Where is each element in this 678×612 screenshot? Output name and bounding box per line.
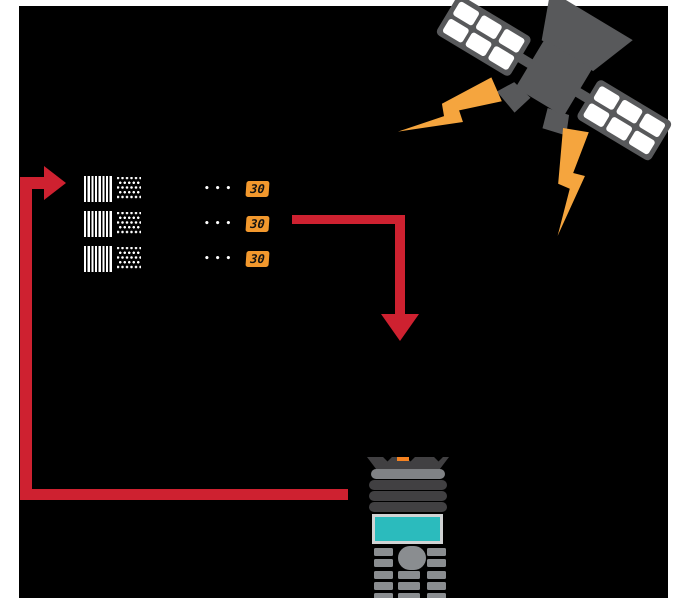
antenna-rib	[369, 502, 447, 512]
phone-key	[374, 582, 393, 590]
solar-panel-right	[575, 78, 673, 163]
arrow-segment	[20, 489, 348, 500]
antenna-cap	[367, 457, 449, 470]
phone-key	[398, 593, 420, 598]
arrow-segment	[20, 177, 46, 189]
barcode-icon	[84, 176, 113, 202]
phone-key	[374, 571, 393, 579]
phone-key	[398, 571, 420, 579]
arrow-segment	[20, 177, 32, 500]
cap-notch	[382, 457, 393, 462]
phone-key	[427, 559, 446, 567]
phone-key	[427, 582, 446, 590]
dot-matrix-icon	[117, 247, 141, 270]
phone-key	[427, 593, 446, 598]
satellite-icon	[435, 0, 673, 163]
code-row: ••• 30	[84, 176, 284, 202]
status-led	[397, 457, 409, 461]
arrow-head	[44, 166, 66, 200]
dot-matrix-icon	[117, 212, 141, 235]
arrow-head	[381, 314, 419, 341]
nav-button	[398, 546, 426, 570]
code-row: ••• 30	[84, 211, 284, 237]
phone-screen	[372, 514, 443, 544]
cap-notch	[433, 457, 444, 462]
ellipsis-dots: •••	[204, 219, 237, 229]
arrow-segment	[292, 215, 405, 224]
antenna-rib	[369, 480, 447, 490]
antenna-rib	[371, 469, 445, 479]
phone-key	[374, 593, 393, 598]
phone-key	[374, 559, 393, 567]
ellipsis-dots: •••	[204, 254, 237, 264]
satellite-body	[516, 40, 592, 116]
phone-key	[427, 571, 446, 579]
phone-key	[374, 548, 393, 556]
barcode-icon	[84, 246, 113, 272]
barcode-icon	[84, 211, 113, 237]
satellite-phone-icon	[360, 455, 456, 598]
lightning-bolt-icon	[553, 127, 589, 238]
solar-panel-left	[435, 0, 533, 78]
antenna-rib	[369, 491, 447, 501]
phone-key	[427, 548, 446, 556]
ellipsis-dots: •••	[204, 184, 237, 194]
screen-display	[375, 517, 440, 541]
phone-key	[398, 582, 420, 590]
code-row: ••• 30	[84, 246, 284, 272]
satellite-dish	[541, 0, 633, 72]
lightning-bolt-icon	[396, 77, 504, 152]
arrow-segment	[395, 215, 405, 315]
dot-matrix-icon	[117, 177, 141, 200]
